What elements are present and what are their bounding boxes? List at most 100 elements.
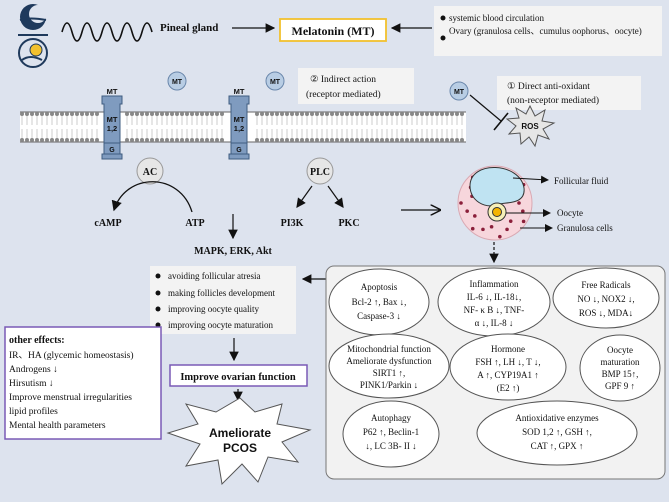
granulosa-cell-dot <box>465 209 469 213</box>
lipid-head <box>400 138 404 142</box>
lipid-head <box>305 112 309 116</box>
lipid-head <box>150 112 154 116</box>
lipid-head <box>295 138 299 142</box>
g-protein-label: G <box>236 147 242 154</box>
mt-molecule <box>265 71 285 91</box>
lipid-head <box>305 138 309 142</box>
lipid-head <box>265 112 269 116</box>
lipid-head <box>430 138 434 142</box>
hormone-title: Hormone <box>491 344 525 354</box>
lipid-head <box>375 138 379 142</box>
direct-action-box <box>497 76 641 110</box>
melatonin-box <box>279 18 387 42</box>
lipid-head <box>380 112 384 116</box>
benefits-box <box>150 266 296 334</box>
receptor-right: MT MT 1,2 G <box>228 87 250 160</box>
lipid-head <box>220 138 224 142</box>
lipid-head <box>175 138 179 142</box>
granulosa-cell-dot <box>517 201 521 205</box>
granulosa-cell-dot <box>521 219 526 224</box>
lipid-head <box>55 112 59 116</box>
antioxidative-title: Antioxidative enzymes <box>515 413 599 423</box>
lipid-head <box>405 112 409 116</box>
lipid-head <box>325 138 329 142</box>
lipid-head <box>415 112 419 116</box>
receptor-left: MT MT 1,2 G <box>101 87 123 160</box>
lipid-head <box>35 138 39 142</box>
lipid-head <box>220 112 224 116</box>
lipid-head <box>160 112 164 116</box>
lipid-head <box>360 112 364 116</box>
lipid-head <box>280 112 284 116</box>
lipid-head <box>25 112 29 116</box>
lipid-head <box>350 112 354 116</box>
bullet-icon <box>440 35 446 41</box>
source-item: Ovary (granulosa cells、cumulus oophorus、… <box>449 26 642 36</box>
improve-label: Improve ovarian function <box>180 372 295 383</box>
lipid-head <box>190 138 194 142</box>
other-effects-box <box>4 326 162 440</box>
lipid-head <box>180 112 184 116</box>
lipid-head <box>20 138 24 142</box>
lipid-head <box>155 112 159 116</box>
lipid-head <box>425 112 429 116</box>
lipid-head <box>70 138 74 142</box>
lipid-head <box>300 112 304 116</box>
inhibit-bar <box>493 112 509 131</box>
hormone-line: FSH ↑, LH ↓, T ↓, <box>475 357 540 367</box>
lipid-head <box>455 138 459 142</box>
lipid-head <box>125 112 129 116</box>
lipid-head <box>70 112 74 116</box>
granulosa-cell-dot <box>489 224 494 229</box>
lipid-head <box>340 112 344 116</box>
granulosa-cell-dot <box>470 226 475 231</box>
lipid-head <box>205 112 209 116</box>
sun-icon <box>18 38 48 68</box>
lipid-head <box>440 112 444 116</box>
lipid-head <box>390 138 394 142</box>
follicle-icon <box>457 165 533 241</box>
lipid-head <box>265 138 269 142</box>
lipid-head <box>95 112 99 116</box>
mitochondrial-ellipse <box>328 333 450 399</box>
hormone-line: (E2 ↑) <box>497 383 520 393</box>
oocyte-maturation-line: maturation <box>601 357 640 367</box>
lipid-head <box>195 138 199 142</box>
direct-action-title: ① Direct anti-oxidant <box>507 81 590 92</box>
lipid-head <box>460 138 464 142</box>
oocyte-label: Oocyte <box>557 208 583 218</box>
lipid-head <box>410 112 414 116</box>
indirect-action-subtitle: (receptor mediated) <box>306 89 381 100</box>
receptor-mt-label: MT <box>107 115 118 124</box>
lipid-head <box>320 112 324 116</box>
free-radicals-line: NO ↓, NOX2 ↓, <box>577 294 634 304</box>
pineal-gland-label: Pineal gland <box>160 22 218 34</box>
lipid-head <box>420 138 424 142</box>
lipid-head <box>435 112 439 116</box>
lipid-head <box>285 138 289 142</box>
free-radicals-ellipse <box>552 267 660 329</box>
lipid-head <box>140 138 144 142</box>
lipid-head <box>355 112 359 116</box>
lipid-head <box>155 138 159 142</box>
autophagy-title: Autophagy <box>371 413 411 423</box>
benefit-item: improving oocyte maturation <box>168 320 273 330</box>
lipid-head <box>260 112 264 116</box>
mt-label: MT <box>270 79 281 86</box>
other-effect-item: lipid profiles <box>9 406 58 417</box>
other-effect-item: Hirsutism ↓ <box>9 379 54 389</box>
lipid-head <box>65 138 69 142</box>
lipid-head <box>320 138 324 142</box>
other-effect-item: IR、HA (glycemic homeostasis) <box>9 350 134 361</box>
lipid-head <box>355 138 359 142</box>
moon-icon <box>19 4 47 30</box>
lipid-head <box>325 112 329 116</box>
ac-node <box>136 157 164 185</box>
fluid-pointer <box>512 175 549 184</box>
lipid-head <box>80 138 84 142</box>
bullet-icon <box>155 306 161 312</box>
lipid-head <box>145 112 149 116</box>
lipid-head <box>420 112 424 116</box>
lipid-head <box>330 112 334 116</box>
lipid-head <box>20 112 24 116</box>
